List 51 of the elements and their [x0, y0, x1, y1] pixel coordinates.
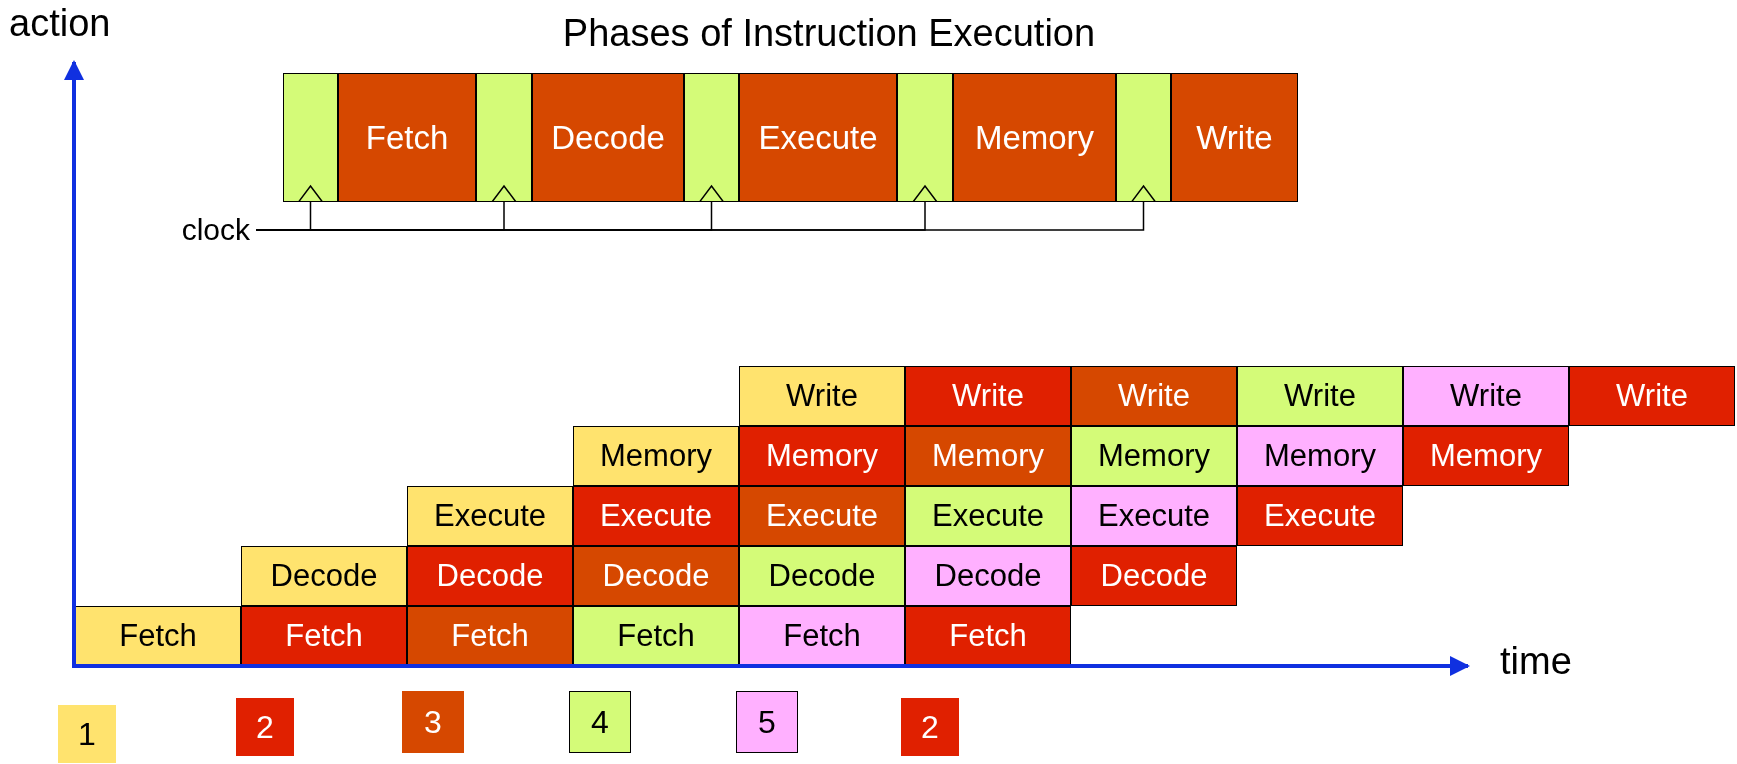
pipeline-stage-cell: Fetch	[905, 606, 1071, 666]
pipeline-stage-cell: Write	[1071, 366, 1237, 426]
phase-box: Execute	[739, 73, 897, 202]
pipeline-stage-cell: Fetch	[739, 606, 905, 666]
pipeline-stage-cell: Execute	[1071, 486, 1237, 546]
legend-swatch: 4	[569, 691, 631, 753]
clock-line	[255, 185, 1157, 231]
pipeline-stage-cell: Write	[739, 366, 905, 426]
pipeline-stage-cell: Decode	[905, 546, 1071, 606]
pipeline-stage-cell: Write	[905, 366, 1071, 426]
pipeline-stage-cell: Write	[1237, 366, 1403, 426]
pipeline-stage-cell: Decode	[573, 546, 739, 606]
pipeline-stage-cell: Memory	[1403, 426, 1569, 486]
phase-box: Fetch	[338, 73, 476, 202]
legend-swatch: 2	[901, 698, 959, 756]
register-box	[684, 73, 739, 202]
pipeline-stage-cell: Fetch	[241, 606, 407, 666]
register-box	[1116, 73, 1171, 202]
phase-box: Memory	[953, 73, 1116, 202]
pipeline-stage-cell: Write	[1569, 366, 1735, 426]
legend-swatch: 5	[736, 691, 798, 753]
pipeline-stage-cell: Decode	[407, 546, 573, 606]
register-box	[476, 73, 532, 202]
pipeline-stage-cell: Write	[1403, 366, 1569, 426]
legend-swatch: 3	[402, 691, 464, 753]
pipeline-stage-cell: Memory	[905, 426, 1071, 486]
pipeline-stage-cell: Memory	[1237, 426, 1403, 486]
pipeline-stage-cell: Fetch	[407, 606, 573, 666]
pipeline-stage-cell: Execute	[407, 486, 573, 546]
diagram-title: Phases of Instruction Execution	[562, 12, 1096, 55]
phase-box: Decode	[532, 73, 684, 202]
clock-label: clock	[150, 211, 250, 249]
pipeline-stage-cell: Fetch	[75, 606, 241, 666]
register-box	[283, 73, 338, 202]
pipeline-stage-cell: Execute	[573, 486, 739, 546]
pipeline-stage-cell: Memory	[573, 426, 739, 486]
phase-box: Write	[1171, 73, 1298, 202]
pipeline-stage-cell: Decode	[1071, 546, 1237, 606]
legend-swatch: 1	[58, 705, 116, 763]
pipeline-stage-cell: Memory	[739, 426, 905, 486]
pipeline-stage-cell: Decode	[241, 546, 407, 606]
axis-label: time	[1500, 640, 1572, 683]
axis-label: action	[9, 2, 111, 45]
pipeline-stage-cell: Execute	[739, 486, 905, 546]
pipeline-stage-cell: Memory	[1071, 426, 1237, 486]
legend-swatch: 2	[236, 698, 294, 756]
pipeline-stage-cell: Execute	[905, 486, 1071, 546]
register-box	[897, 73, 953, 202]
pipeline-stage-cell: Execute	[1237, 486, 1403, 546]
pipeline-stage-cell: Fetch	[573, 606, 739, 666]
pipeline-stage-cell: Decode	[739, 546, 905, 606]
